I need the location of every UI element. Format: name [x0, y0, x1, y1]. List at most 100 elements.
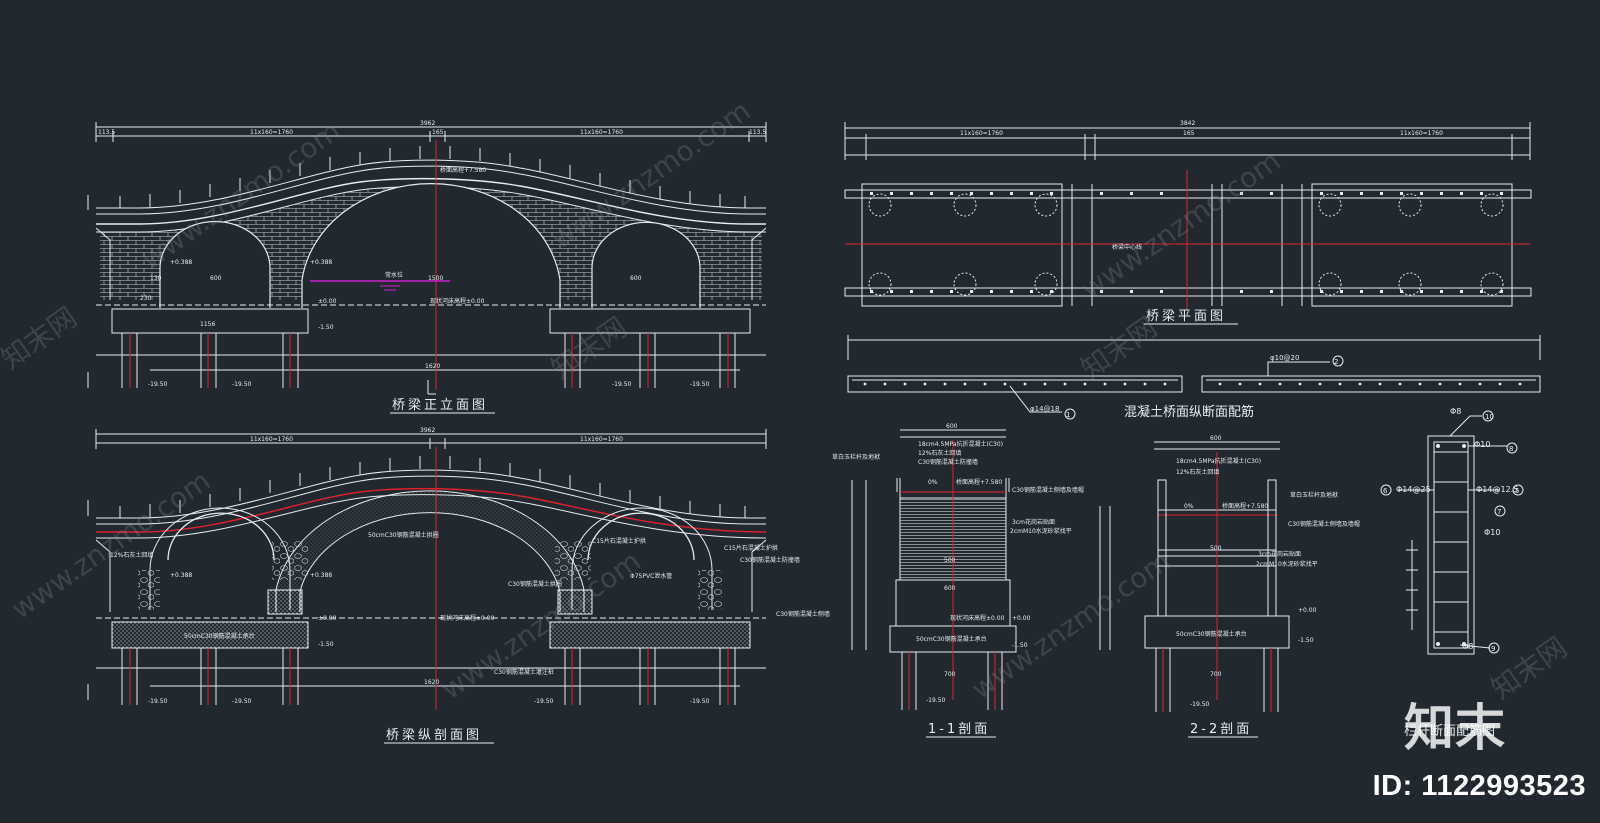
dim-total-2: 3962	[420, 427, 435, 434]
s2-b: 12%石灰土回填	[1176, 468, 1219, 476]
pile2-label: -19.50	[232, 381, 252, 388]
pile3-label-2: -19.50	[534, 698, 554, 705]
s2-e: C30钢筋混凝土侧墙及墙帽	[1288, 520, 1360, 528]
rb-c10: 10	[1485, 413, 1494, 421]
railing-posts	[119, 146, 746, 208]
s1-l: -1.50	[1012, 642, 1028, 649]
s1-h: 50cmC30钢筋混凝土承台	[916, 635, 987, 643]
s1-m: +0.00	[1012, 615, 1031, 622]
w600b-label: 600	[630, 275, 642, 282]
m150-label-2: -1.50	[318, 641, 334, 648]
rail-rebar-section	[1380, 410, 1524, 655]
plan-total: 3842	[1180, 120, 1195, 127]
rebar2-number: 2	[1334, 358, 1338, 366]
cap-label: 50cmC30钢筋混凝土承台	[184, 632, 255, 640]
w600a-label: 600	[210, 275, 222, 282]
plan-title: 桥梁平面图	[1146, 309, 1226, 324]
dim-span-bottom-2: 1620	[424, 679, 439, 686]
deck-rebar-section	[847, 335, 1541, 420]
fill-label: 12%石灰土回填	[110, 551, 153, 559]
s1-width: 600	[946, 423, 958, 430]
plan-centerline-label: 桥梁中心线	[1112, 243, 1142, 251]
longitudinal-title: 桥梁纵剖面图	[386, 728, 482, 743]
plan-dims: 3842 11x160=1760 11x160=1760 165 桥梁中心线	[960, 120, 1443, 251]
brand-logo: 知末	[1404, 699, 1506, 757]
dim-total: 3962	[420, 120, 435, 127]
s1-j: 桥面高程+7.580	[956, 478, 1002, 486]
pile1-label-2: -19.50	[148, 698, 168, 705]
rb-c6: 6	[1383, 487, 1388, 495]
section-2-2-title: 2-2剖面	[1190, 722, 1252, 737]
arch-label: 50cmC30钢筋混凝土拱圈	[368, 531, 439, 539]
s1-base: 700	[944, 671, 956, 678]
section-1-1-title: 1-1剖面	[928, 722, 990, 737]
water-level-label: 常水位	[385, 271, 403, 279]
rail-rebar-title: 栏杆断面配筋图	[1404, 723, 1495, 739]
dim-span-bottom: 1620	[425, 363, 440, 370]
rb-r14125: Φ14@12.5	[1476, 485, 1518, 494]
s2-width: 600	[1210, 435, 1222, 442]
rebar1-number: 1	[1066, 411, 1070, 419]
s2-j: 桥面高程+7.580	[1222, 502, 1268, 510]
s2-m: +0.00	[1298, 607, 1317, 614]
c15a-label: C15片石混凝土护拱	[592, 537, 646, 545]
dim-seg-left: 11x160=1760	[250, 129, 293, 136]
h2-label: +0.388	[310, 259, 332, 266]
s2-k: 0%	[1184, 503, 1194, 510]
rb-r8b: Φ8	[1462, 642, 1473, 651]
watermark-cn-3: 知末网	[1075, 311, 1163, 386]
w230-label: 230	[140, 295, 152, 302]
pile1-label: -19.50	[148, 381, 168, 388]
m150-label: -1.50	[318, 324, 334, 331]
bed-label-2: 现状河床高程±0.00	[440, 614, 495, 622]
elevation-title: 桥梁正立面图	[392, 398, 488, 413]
h1-label: +0.388	[170, 259, 192, 266]
s2-g: 2cmM10水泥砂浆找平	[1256, 560, 1318, 568]
s2-base: 700	[1210, 671, 1222, 678]
section-1-1-labels: 600 18cm4.5MPa抗折混凝土(C30) 12%石灰土回填 C30钢筋混…	[832, 423, 1084, 704]
section-1-1-view	[851, 429, 1017, 710]
deck-rebar-labels: φ14@18 1 φ10@20 2	[1030, 354, 1338, 419]
s2-h: 50cmC30钢筋混凝土承台	[1176, 630, 1247, 638]
rb-c8: 8	[1509, 445, 1513, 453]
c30a-label: C30钢筋混凝土拱圈	[508, 580, 562, 588]
bridge-plan-view	[844, 122, 1532, 310]
s2-l: -1.50	[1298, 637, 1314, 644]
rb-c5: 5	[1515, 487, 1519, 495]
rb-r10: Φ10	[1474, 440, 1490, 449]
s1-i: 现状河床高程±0.00	[950, 614, 1005, 622]
rb-c9: 9	[1491, 645, 1495, 653]
watermark-text-3: www.znzmo.com	[1075, 144, 1286, 306]
bed-label: 现状河床高程±0.00	[430, 297, 485, 305]
rebar1-label: φ14@18	[1030, 405, 1059, 413]
zero-label: ±0.00	[318, 298, 337, 305]
section-2-2-labels: 600 18cm4.5MPa抗折混凝土(C30) 12%石灰土回填 草白玉栏杆及…	[1176, 435, 1360, 708]
s1-b: 12%石灰土回填	[918, 449, 961, 457]
w1500-label: 1500	[428, 275, 443, 282]
s1-e: C30钢筋混凝土侧墙及墙帽	[1012, 486, 1084, 494]
dim-end-left: 113.5	[98, 129, 115, 136]
section-2-2-view	[1099, 441, 1290, 712]
pile-label: C30钢筋混凝土灌注桩	[494, 668, 554, 676]
pile4-label: -19.50	[690, 381, 710, 388]
dim-seg-left-2: 11x160=1760	[250, 436, 293, 443]
pile2-label-2: -19.50	[232, 698, 252, 705]
w130-label: 130	[150, 275, 162, 282]
c15b-label: C15片石混凝土护拱	[724, 544, 778, 552]
plan-seg-left: 11x160=1760	[960, 130, 1003, 137]
s1-a: 18cm4.5MPa抗折混凝土(C30)	[918, 440, 1003, 448]
rb-r8a: Φ8	[1450, 407, 1461, 416]
rb-c7: 7	[1497, 508, 1501, 516]
bridge-longitudinal-section	[87, 429, 767, 710]
plan-mid: 165	[1183, 130, 1195, 137]
pile4-label-2: -19.50	[690, 698, 710, 705]
top-elev-label: 桥面高程+7.580	[440, 166, 486, 174]
h2-label-2: +0.388	[310, 572, 332, 579]
longitudinal-labels: 3962 11x160=1760 11x160=1760 12%石灰土回填 50…	[110, 427, 830, 705]
dim-mid: 165	[432, 129, 444, 136]
s2-f: 3cm花岗岩贴面	[1258, 550, 1301, 558]
rail-rebar-labels: Φ8 Φ10 Φ14@25 Φ14@12.5 Φ10 Φ8 10 8 6 5 7…	[1383, 407, 1519, 653]
elevation-dims: 3962 11x160=1760 11x160=1760 165 113.5 1…	[98, 120, 766, 388]
